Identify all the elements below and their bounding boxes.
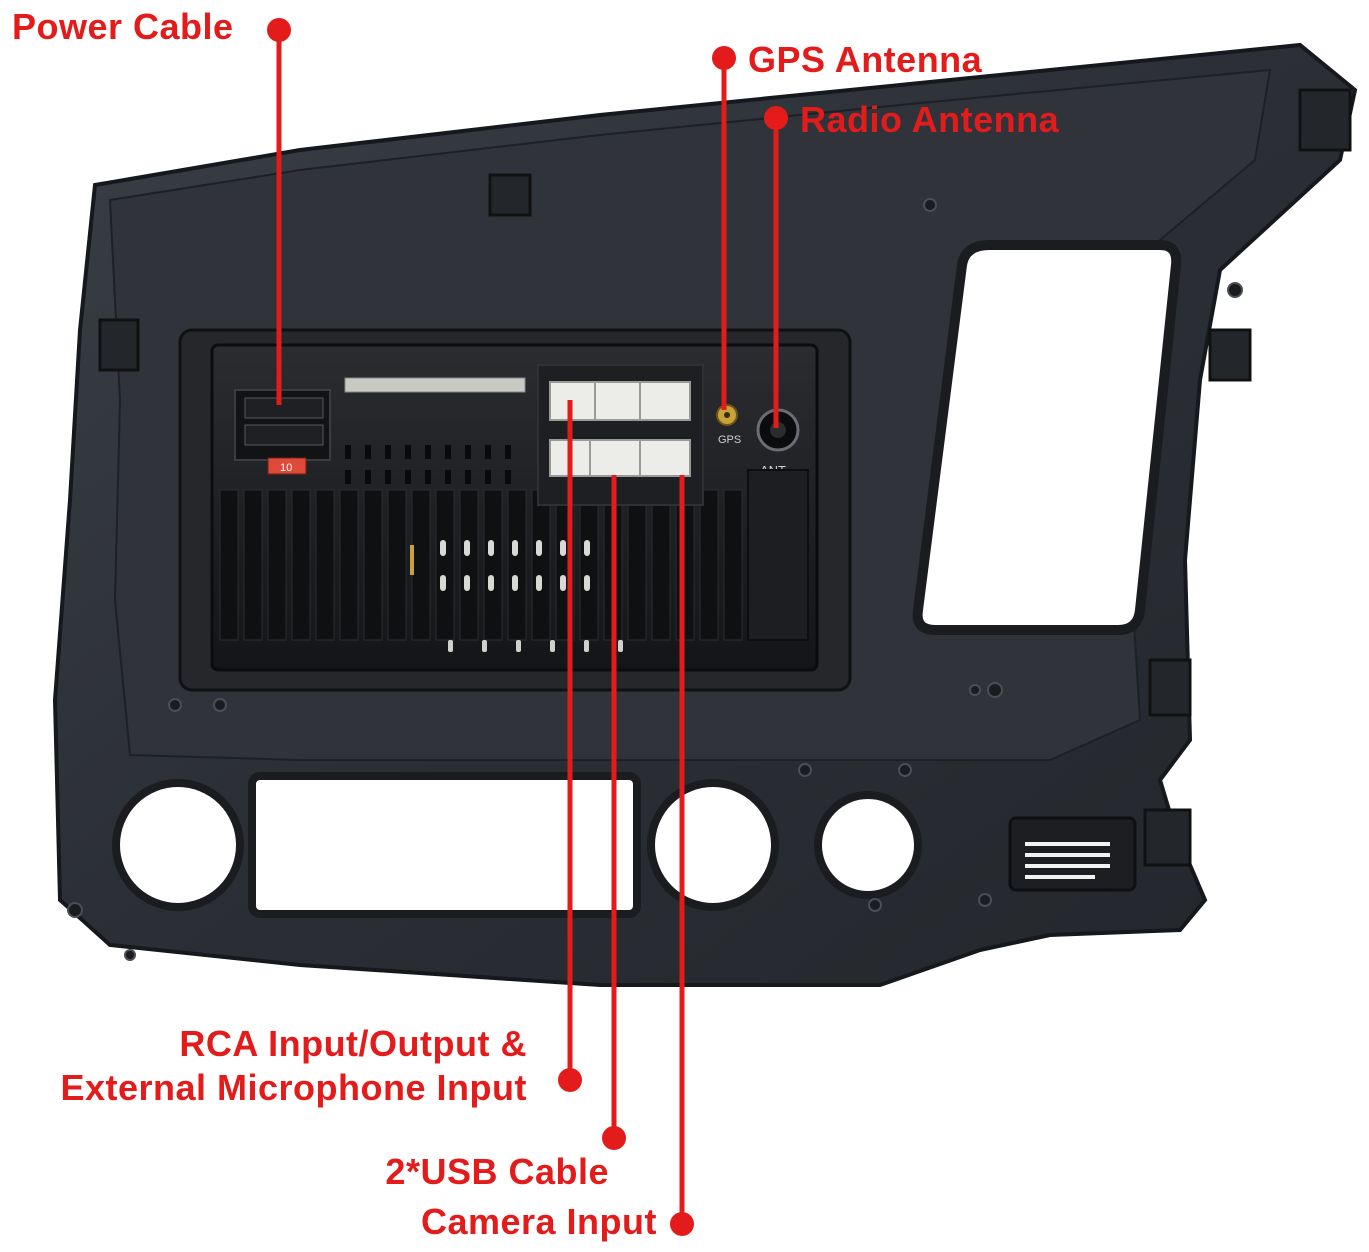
right-knob-opening bbox=[647, 779, 779, 911]
rca-label-line1: RCA Input/Output & bbox=[179, 1023, 527, 1064]
shifter-opening bbox=[912, 240, 1182, 635]
fuse-label: 10 bbox=[280, 462, 292, 474]
top-vents bbox=[345, 445, 511, 484]
callout-lines bbox=[276, 30, 779, 1224]
third-knob-opening bbox=[814, 791, 922, 899]
rca-connector bbox=[537, 364, 704, 506]
rca-mic-label: RCA Input/Output & External Microphone I… bbox=[60, 1022, 527, 1110]
callout-dots bbox=[267, 18, 788, 1236]
gps-port-label: GPS bbox=[718, 434, 741, 446]
radio-antenna-label: Radio Antenna bbox=[800, 99, 1060, 140]
callout-dot-camera bbox=[670, 1212, 694, 1236]
callout-dot-radio bbox=[764, 106, 788, 130]
serial-sticker bbox=[344, 377, 526, 393]
callout-dot-usb bbox=[602, 1126, 626, 1150]
fin-slots bbox=[410, 540, 590, 591]
callout-dot-rca bbox=[558, 1068, 582, 1092]
mounting-clips bbox=[98, 88, 1352, 867]
center-slot-opening bbox=[248, 772, 641, 918]
usb-cable-label: 2*USB Cable bbox=[385, 1151, 609, 1192]
callout-dot-gps bbox=[712, 46, 736, 70]
gps-antenna-label: GPS Antenna bbox=[748, 39, 983, 80]
power-connector: 10 bbox=[234, 389, 331, 475]
screw-holes bbox=[67, 198, 1243, 961]
left-knob-opening bbox=[112, 779, 244, 911]
heatsink-fins bbox=[219, 489, 743, 641]
vent-grille bbox=[1008, 816, 1137, 892]
head-unit: 10 GPS ANT bbox=[178, 328, 852, 692]
camera-input-label: Camera Input bbox=[420, 1201, 657, 1242]
usb-camera-connector bbox=[549, 439, 691, 477]
unit-side-plate bbox=[747, 469, 809, 641]
power-cable-label: Power Cable bbox=[12, 6, 234, 47]
callout-dot-power bbox=[267, 18, 291, 42]
bottom-vents bbox=[448, 640, 623, 652]
rca-label-line2: External Microphone Input bbox=[60, 1067, 527, 1108]
